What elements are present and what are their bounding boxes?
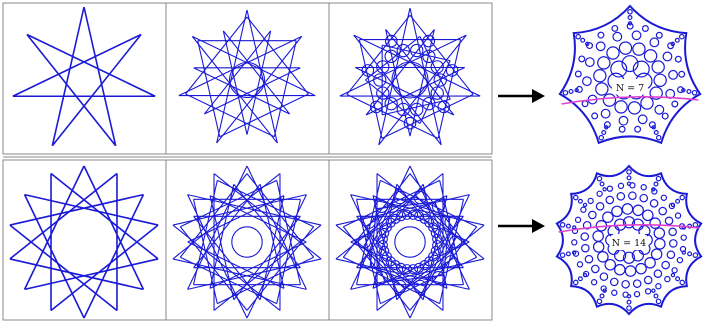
n-label-row-1: N = 7 [616,83,644,94]
packing-n7 [560,6,700,143]
star-row1-stage2 [179,10,315,143]
star-row2-stage1 [10,166,158,318]
star-row2-stage2 [173,166,321,318]
panel-r1-c1 [3,3,166,154]
label-n7: N = 7 [612,79,648,95]
star-row2-stage3 [336,166,484,318]
packing-results [557,6,701,314]
panel-r1-c3 [329,3,492,154]
star-row1-stage3 [340,8,480,145]
arrow-row-1 [498,89,545,103]
arrow-row-2 [498,219,545,233]
n-label-row-2: N = 14 [612,238,646,249]
label-n14: N = 14 [609,234,649,250]
star-panels [10,7,484,318]
star-row1-stage1 [13,7,155,146]
